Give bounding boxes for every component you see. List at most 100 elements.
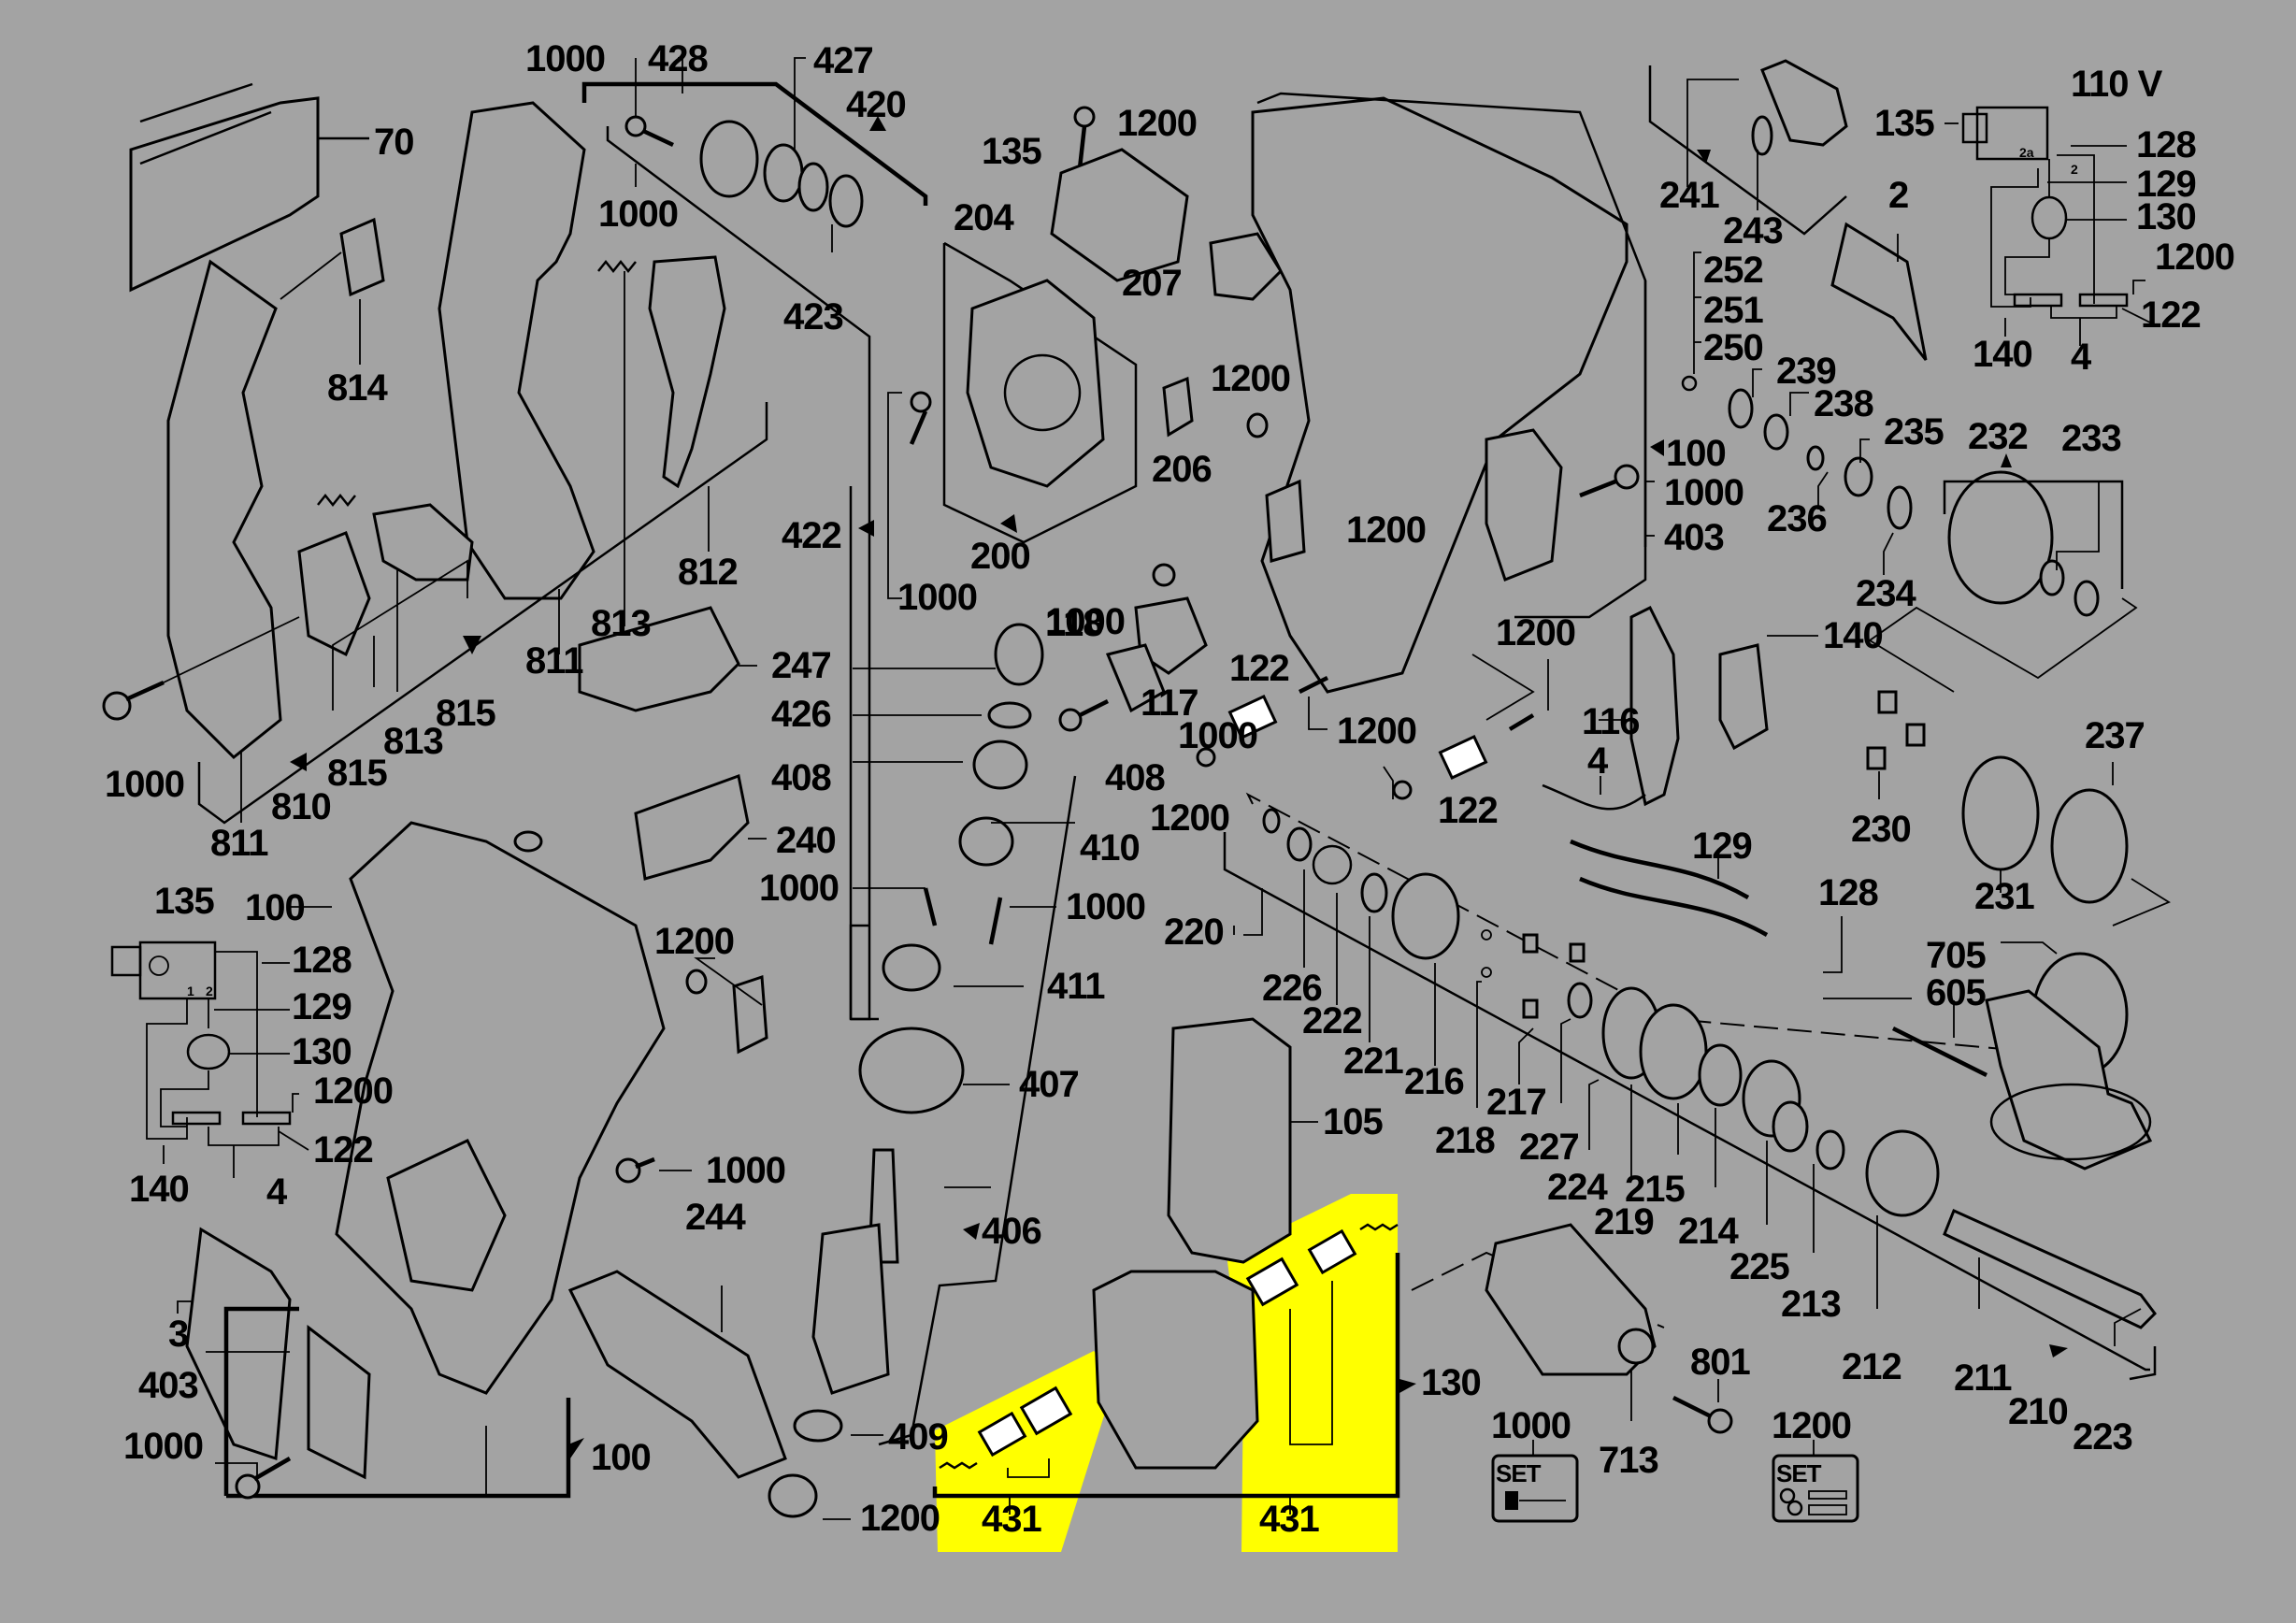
label-130[interactable]: 130 (292, 1031, 352, 1072)
label-140[interactable]: 140 (1973, 334, 2033, 375)
label-222[interactable]: 222 (1302, 1000, 1363, 1041)
label-811[interactable]: 811 (525, 640, 584, 682)
label-409[interactable]: 409 (888, 1416, 949, 1458)
label-431[interactable]: 431 (982, 1499, 1042, 1540)
label-4[interactable]: 4 (2071, 337, 2093, 378)
label-1200[interactable]: 1200 (313, 1070, 394, 1112)
label-815[interactable]: 815 (327, 753, 388, 794)
label-1200[interactable]: 1200 (1150, 797, 1230, 839)
set-box-1200[interactable]: SET (1772, 1454, 1859, 1523)
label-428[interactable]: 428 (648, 38, 709, 79)
label-1000[interactable]: 1000 (706, 1150, 786, 1191)
label-431[interactable]: 431 (1259, 1499, 1320, 1540)
label-105[interactable]: 105 (1323, 1101, 1384, 1142)
label-252[interactable]: 252 (1703, 250, 1764, 291)
label-230[interactable]: 230 (1851, 809, 1912, 850)
label-70[interactable]: 70 (374, 122, 415, 163)
label-225[interactable]: 225 (1729, 1246, 1790, 1287)
label-1000[interactable]: 1000 (598, 194, 679, 235)
label-216[interactable]: 216 (1404, 1061, 1465, 1102)
label-219[interactable]: 219 (1594, 1201, 1655, 1242)
label-811[interactable]: 811 (210, 823, 269, 864)
label-814[interactable]: 814 (327, 367, 389, 409)
label-140[interactable]: 140 (1823, 615, 1884, 656)
label-1000[interactable]: 1000 (1045, 601, 1126, 642)
label-605[interactable]: 605 (1926, 972, 1987, 1013)
label-422[interactable]: 422 (782, 515, 842, 556)
label-128[interactable]: 128 (292, 940, 352, 981)
label-1000[interactable]: 1000 (1178, 715, 1258, 756)
label-237[interactable]: 237 (2085, 715, 2145, 756)
label-200[interactable]: 200 (970, 536, 1031, 577)
label-100[interactable]: 100 (591, 1437, 652, 1478)
label-226[interactable]: 226 (1262, 968, 1323, 1009)
label-238[interactable]: 238 (1814, 383, 1874, 424)
label-231[interactable]: 231 (1974, 876, 2035, 917)
label-129[interactable]: 129 (2136, 164, 2197, 205)
label-403[interactable]: 403 (1664, 517, 1725, 558)
label-234[interactable]: 234 (1856, 573, 1917, 614)
label-411[interactable]: 411 (1047, 966, 1106, 1007)
label-1000[interactable]: 1000 (123, 1426, 204, 1467)
label-241[interactable]: 241 (1659, 175, 1720, 216)
label-129[interactable]: 129 (1692, 826, 1753, 867)
label-408[interactable]: 408 (1105, 757, 1166, 798)
label-244[interactable]: 244 (685, 1197, 747, 1238)
label-1200[interactable]: 1200 (1211, 358, 1291, 399)
label-239[interactable]: 239 (1776, 351, 1837, 392)
label-240[interactable]: 240 (776, 820, 837, 861)
label-406[interactable]: 406 (982, 1211, 1042, 1252)
label-212[interactable]: 212 (1842, 1346, 1902, 1387)
label-223[interactable]: 223 (2073, 1416, 2133, 1458)
label-122[interactable]: 122 (2141, 294, 2202, 336)
label-227[interactable]: 227 (1519, 1127, 1580, 1168)
label-116[interactable]: 116 (1582, 701, 1641, 742)
label-4[interactable]: 4 (266, 1171, 289, 1213)
label-1000[interactable]: 1000 (1664, 472, 1744, 513)
label-1200[interactable]: 1200 (1117, 103, 1198, 144)
highlight-431-left[interactable] (935, 1351, 1117, 1552)
label-1000[interactable]: 1000 (897, 577, 978, 618)
label-1200[interactable]: 1200 (1346, 510, 1427, 551)
label-427[interactable]: 427 (813, 40, 874, 81)
label-236[interactable]: 236 (1767, 498, 1828, 539)
label-250[interactable]: 250 (1703, 327, 1764, 368)
label-813[interactable]: 813 (591, 603, 652, 644)
label-407[interactable]: 407 (1019, 1064, 1080, 1105)
label-215[interactable]: 215 (1625, 1169, 1686, 1210)
label-217[interactable]: 217 (1486, 1082, 1547, 1123)
label-100[interactable]: 100 (245, 887, 306, 928)
label-232[interactable]: 232 (1968, 416, 2029, 457)
label-815[interactable]: 815 (436, 693, 496, 734)
label-122[interactable]: 122 (313, 1129, 374, 1171)
label-4[interactable]: 4 (1587, 740, 1610, 782)
label-1000[interactable]: 1000 (525, 38, 606, 79)
label-1200[interactable]: 1200 (1337, 711, 1417, 752)
label-117[interactable]: 117 (1141, 682, 1199, 724)
label-122[interactable]: 122 (1229, 648, 1290, 689)
label-218[interactable]: 218 (1435, 1120, 1496, 1161)
label-128[interactable]: 128 (2136, 124, 2197, 165)
label-135[interactable]: 135 (1874, 103, 1935, 144)
label-224[interactable]: 224 (1547, 1167, 1609, 1208)
label-713[interactable]: 713 (1599, 1440, 1659, 1481)
label-129[interactable]: 129 (292, 986, 352, 1027)
label-221[interactable]: 221 (1343, 1041, 1404, 1082)
label-207[interactable]: 207 (1122, 263, 1183, 304)
label-1200-set[interactable]: 1200 (1772, 1405, 1852, 1446)
label-135[interactable]: 135 (154, 881, 215, 922)
label-243[interactable]: 243 (1723, 210, 1784, 251)
label-1000-set[interactable]: 1000 (1491, 1405, 1571, 1446)
label-247[interactable]: 247 (771, 645, 832, 686)
label-235[interactable]: 235 (1884, 411, 1944, 452)
label-206[interactable]: 206 (1152, 449, 1213, 490)
label-420[interactable]: 420 (846, 84, 907, 125)
label-118[interactable]: 118 (1045, 603, 1104, 644)
label-1200[interactable]: 1200 (2155, 237, 2235, 278)
label-408[interactable]: 408 (771, 757, 832, 798)
label-801[interactable]: 801 (1690, 1342, 1751, 1383)
label-1000[interactable]: 1000 (1066, 886, 1146, 927)
label-812[interactable]: 812 (678, 552, 739, 593)
label-1000[interactable]: 1000 (105, 764, 185, 805)
label-210[interactable]: 210 (2008, 1391, 2069, 1432)
